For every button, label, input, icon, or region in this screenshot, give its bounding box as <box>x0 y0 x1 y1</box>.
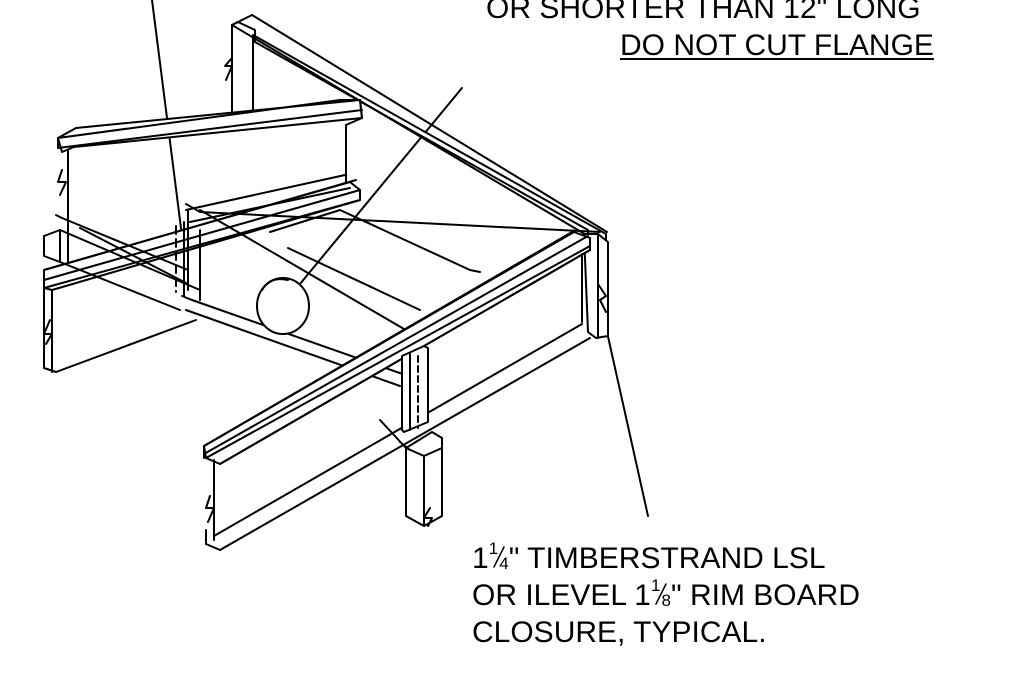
joist-back-left <box>57 99 363 269</box>
note-top-line2: DO NOT CUT FLANGE <box>620 29 934 62</box>
hanger-left <box>175 221 185 297</box>
fraction-denominator: 8 <box>661 591 671 610</box>
web-panel <box>181 174 601 387</box>
joist-center-cross <box>43 179 361 373</box>
rim-board-closure <box>583 233 609 339</box>
web-hole <box>256 277 310 335</box>
leader-line-left <box>151 0 183 237</box>
note-top-line1: OR SHORTER THAN 12" LONG <box>486 0 921 25</box>
fraction-denominator: 4 <box>499 554 509 573</box>
support-post <box>379 419 443 527</box>
note-rim-line1-prefix: 1 <box>472 542 489 575</box>
splice-block <box>401 345 429 433</box>
fraction-numerator: 1 <box>650 576 661 595</box>
note-rim-line2-prefix: OR ILEVEL 1 <box>472 579 651 612</box>
note-rim-line3: CLOSURE, TYPICAL. <box>472 616 767 649</box>
fraction-numerator: 1 <box>488 539 499 558</box>
note-rim-line1-rest: " TIMBERSTRAND LSL <box>508 542 826 575</box>
note-rim-line2-rest: " RIM BOARD <box>670 579 860 612</box>
note-top: OR SHORTER THAN 12" LONG DO NOT CUT FLAN… <box>486 0 934 64</box>
leader-line-rim <box>604 322 649 517</box>
joist-front <box>203 231 591 551</box>
